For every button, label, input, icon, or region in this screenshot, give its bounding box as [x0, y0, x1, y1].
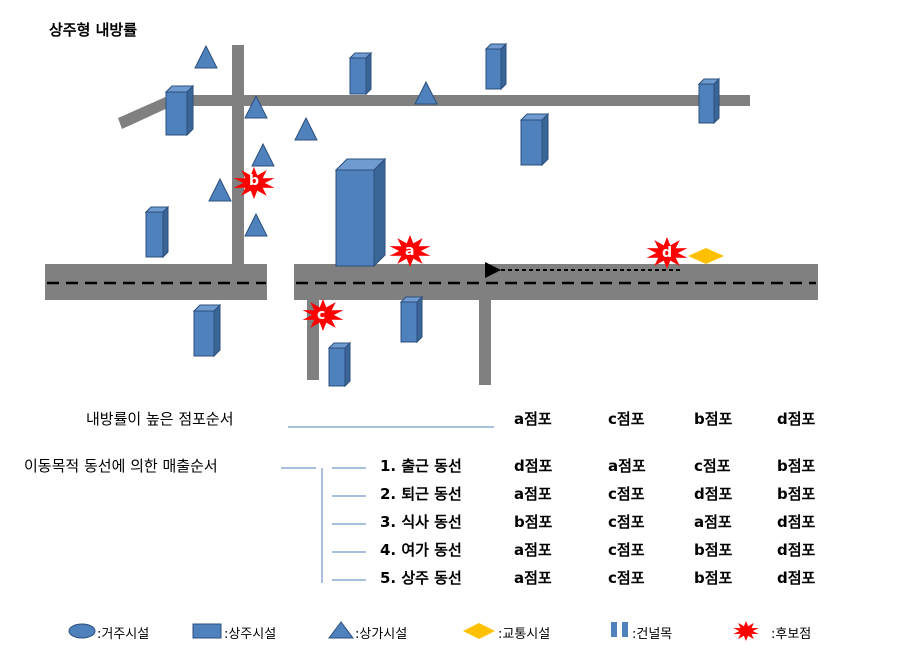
connector-lines	[281, 426, 494, 583]
legend-label: :상가시설	[355, 627, 408, 642]
route-store: c점포	[608, 541, 645, 559]
roads	[45, 45, 818, 385]
route-store: a점포	[514, 541, 552, 559]
candidate-burst-c	[302, 299, 344, 331]
legend-shapes	[68, 621, 628, 639]
building-box	[348, 51, 373, 96]
triangle-icon	[194, 44, 218, 69]
ranking-store-2: c점포	[608, 410, 645, 428]
route-store: d점포	[694, 485, 733, 503]
route-store: d점포	[777, 569, 816, 587]
ranking-label: 내방률이 높은 점포순서	[86, 410, 234, 428]
burst-icon	[733, 621, 759, 641]
route-store: b점포	[694, 569, 733, 587]
building-box	[334, 157, 387, 268]
route-store: d점포	[777, 541, 816, 559]
route-store: d점포	[514, 457, 553, 475]
main-road-left	[45, 264, 267, 300]
candidate-bursts	[233, 167, 688, 331]
commercial-triangles	[194, 44, 438, 237]
legend-label: :후보점	[771, 627, 812, 642]
triangle-icon	[208, 177, 232, 202]
route-store: c점포	[694, 457, 731, 475]
route-store: a점포	[694, 513, 732, 531]
sales-label: 이동목적 동선에 의한 매출순서	[24, 457, 218, 475]
building-box	[697, 77, 721, 125]
marker-c: c	[317, 307, 326, 323]
triangle-icon	[414, 80, 438, 105]
triangle-icon	[251, 142, 275, 167]
building-box	[327, 341, 352, 388]
route-store: b점포	[777, 457, 816, 475]
ranking-store-3: b점포	[694, 410, 733, 428]
route-store: c점포	[608, 569, 645, 587]
marker-d: d	[662, 245, 673, 261]
route-store: d점포	[777, 513, 816, 531]
ranking-store-4: d점포	[777, 410, 816, 428]
candidate-burst-d	[646, 237, 688, 269]
crosswalk-icon	[622, 622, 628, 637]
route-store: a점포	[608, 457, 646, 475]
marker-b: b	[249, 173, 260, 189]
triangle-icon	[244, 212, 268, 237]
route-name: 3. 식사 동선	[380, 513, 462, 531]
rectangle-icon	[192, 623, 222, 639]
route-store: b점포	[694, 541, 733, 559]
candidate-burst-a	[389, 235, 431, 267]
route-store: c점포	[608, 513, 645, 531]
triangle-icon	[328, 621, 354, 639]
route-store: b점포	[514, 513, 553, 531]
route-name: 2. 퇴근 동선	[380, 485, 462, 503]
candidate-burst-b	[233, 167, 275, 199]
route-name: 4. 여가 동선	[380, 541, 462, 559]
building-box	[164, 84, 195, 137]
legend-label: :교통시설	[498, 627, 551, 642]
legend-label: :상주시설	[224, 627, 277, 642]
building-box	[192, 303, 222, 358]
diamond-icon	[463, 623, 495, 639]
vertical-road-lower-right	[479, 270, 491, 385]
route-name: 5. 상주 동선	[380, 569, 462, 587]
vertical-road-left	[232, 45, 244, 270]
building-box	[519, 112, 550, 167]
ellipse-icon	[68, 623, 96, 639]
upper-road	[118, 95, 750, 129]
diagram-title: 상주형 내방률	[49, 21, 138, 39]
building-box	[144, 205, 170, 259]
legend-label: :거주시설	[97, 627, 150, 642]
ranking-store-1: a점포	[514, 410, 552, 428]
marker-a: a	[405, 243, 415, 259]
route-store: c점포	[608, 485, 645, 503]
legend-label: :건널목	[632, 627, 673, 642]
route-store: b점포	[777, 485, 816, 503]
route-name: 1. 출근 동선	[380, 457, 462, 475]
burst-icon	[733, 621, 759, 641]
crosswalk	[270, 266, 286, 298]
crosswalk-icon	[611, 622, 617, 637]
building-box	[484, 42, 508, 91]
route-store: a점포	[514, 569, 552, 587]
buildings	[144, 42, 721, 388]
route-store: a점포	[514, 485, 552, 503]
building-box	[399, 295, 424, 344]
transit-diamond-icon	[688, 248, 724, 264]
triangle-icon	[244, 94, 268, 119]
triangle-icon	[294, 116, 318, 141]
